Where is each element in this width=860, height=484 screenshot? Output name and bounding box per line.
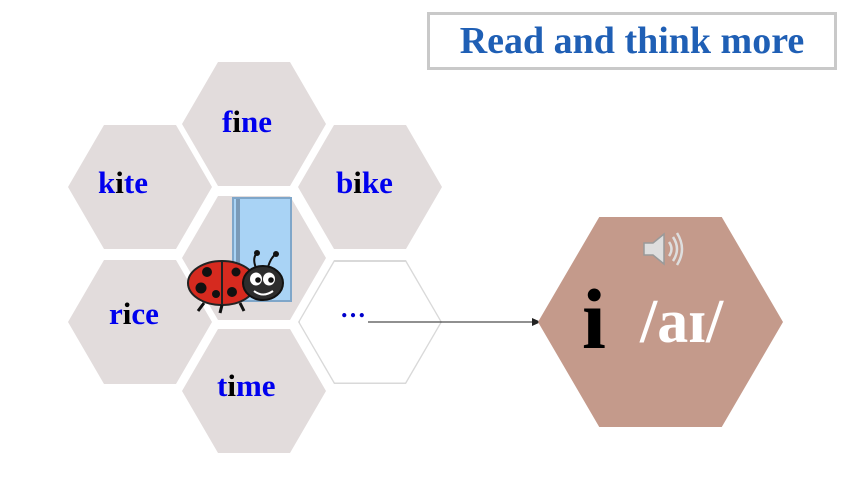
slide-title: Read and think more: [459, 20, 805, 62]
title-box: Read and think more: [427, 12, 837, 70]
word-kite-part: i: [115, 165, 124, 200]
hex-tile-bike[interactable]: [298, 125, 442, 249]
phonetic-symbol: /aɪ/: [640, 288, 724, 356]
phoneme-letter: i: [582, 271, 606, 367]
speaker-icon[interactable]: [640, 228, 686, 270]
word-time: time: [217, 370, 276, 401]
word-fine-part: i: [232, 104, 241, 139]
word-kite-part: k: [98, 165, 116, 200]
word-time-part: i: [227, 368, 236, 403]
ellipsis-text: …: [340, 294, 366, 323]
word-rice-part: r: [109, 296, 123, 331]
word-rice-part: i: [122, 296, 132, 331]
word-fine: fine: [222, 106, 272, 137]
word-time-part: t: [217, 368, 228, 403]
word-bike: bike: [336, 167, 393, 198]
word-bike-part: b: [336, 165, 354, 200]
hex-tile-kite[interactable]: [68, 125, 212, 249]
word-kite-part: te: [123, 165, 148, 200]
word-rice-part: ce: [131, 296, 159, 331]
word-fine-part: ne: [240, 104, 272, 139]
word-fine-part: f: [222, 104, 233, 139]
word-rice: rice: [109, 298, 159, 329]
word-time-part: me: [235, 368, 276, 403]
word-bike-part: i: [353, 165, 362, 200]
word-bike-part: ke: [361, 165, 393, 200]
word-kite: kite: [98, 167, 148, 198]
